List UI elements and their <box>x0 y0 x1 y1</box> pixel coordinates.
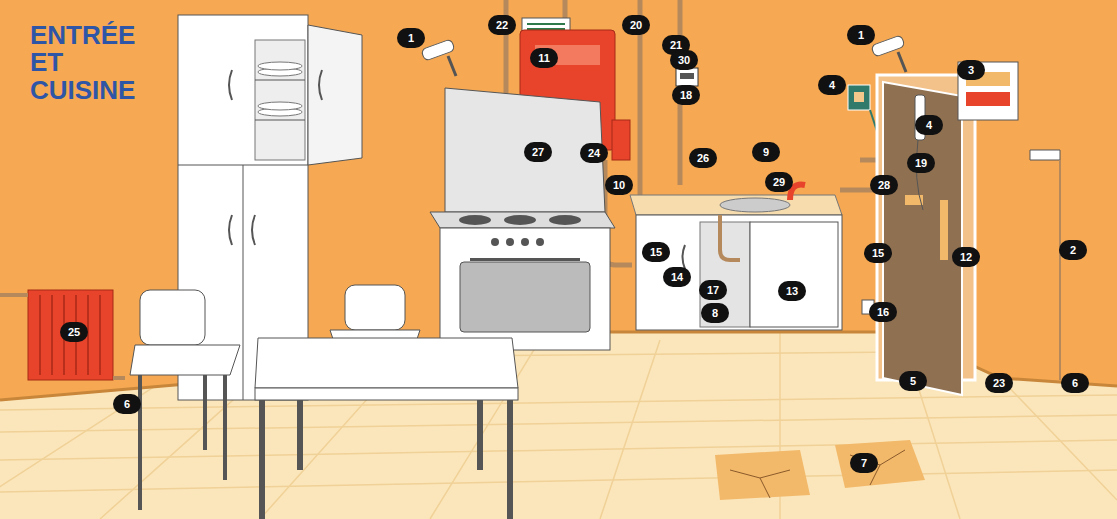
callout-number: 6 <box>113 394 141 414</box>
socket-zoom <box>848 85 880 140</box>
callout-number: 28 <box>870 175 898 195</box>
callout-number: 27 <box>524 142 552 162</box>
callout-number: 13 <box>778 281 806 301</box>
callout-number: 3 <box>957 60 985 80</box>
callout-number: 24 <box>580 143 608 163</box>
callout-number: 10 <box>605 175 633 195</box>
callout-number: 1 <box>847 25 875 45</box>
callout-number: 11 <box>530 48 558 68</box>
callout-number: 18 <box>672 85 700 105</box>
callout-number: 26 <box>689 148 717 168</box>
door <box>877 75 975 395</box>
callout-number: 12 <box>952 247 980 267</box>
callout-number: 5 <box>899 371 927 391</box>
callout-number: 17 <box>699 280 727 300</box>
callout-number: 15 <box>864 243 892 263</box>
rollers <box>421 35 906 76</box>
stove <box>430 88 615 350</box>
cracked-tiles <box>715 440 925 500</box>
callout-number: 25 <box>60 322 88 342</box>
callout-number: 8 <box>701 303 729 323</box>
callout-number: 7 <box>850 453 878 473</box>
callout-number: 14 <box>663 267 691 287</box>
callout-number: 16 <box>869 302 897 322</box>
callout-number: 4 <box>818 75 846 95</box>
callout-number: 30 <box>670 50 698 70</box>
callout-number: 19 <box>907 153 935 173</box>
callout-number: 9 <box>752 142 780 162</box>
callout-number: 4 <box>915 115 943 135</box>
callout-number: 1 <box>397 28 425 48</box>
callout-number: 23 <box>985 373 1013 393</box>
table <box>255 338 518 519</box>
callout-number: 6 <box>1061 373 1089 393</box>
radiator <box>0 290 125 380</box>
title: ENTRÉE ET CUISINE <box>30 22 135 104</box>
callout-number: 22 <box>488 15 516 35</box>
callout-number: 20 <box>622 15 650 35</box>
electric-panel <box>958 62 1060 380</box>
callout-number: 29 <box>765 172 793 192</box>
callout-number: 2 <box>1059 240 1087 260</box>
sink-cabinet <box>630 185 874 330</box>
callout-number: 15 <box>642 242 670 262</box>
